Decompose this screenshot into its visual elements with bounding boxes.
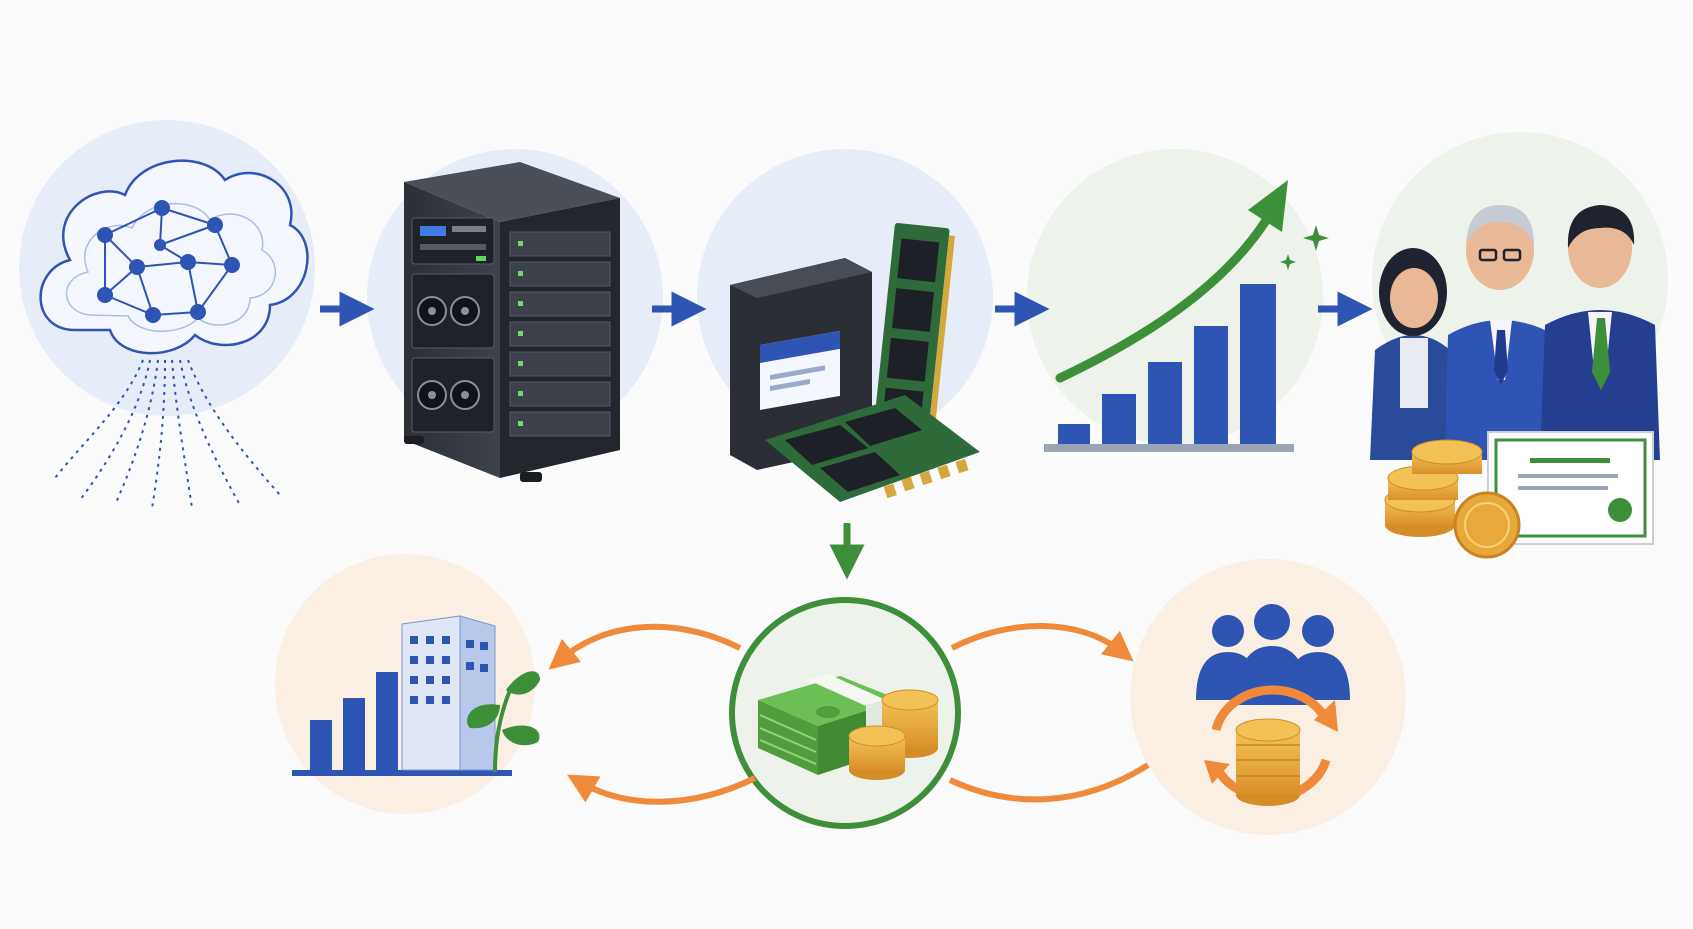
coin-stack-icon (1384, 439, 1521, 559)
arrow-cash-to-business-top (548, 623, 742, 670)
growth-node (1027, 149, 1329, 452)
arrow-community-to-cash-bottom (948, 762, 1150, 803)
business-node (275, 554, 540, 814)
neural-network-cloud-icon (39, 159, 309, 509)
servers-node (367, 149, 663, 482)
cash-and-coins-icon (758, 674, 939, 780)
business-growth-icon (292, 615, 540, 776)
investors-node (1370, 132, 1668, 559)
executives-with-coins-icon (1370, 205, 1660, 559)
ai-model-node (19, 120, 315, 509)
growth-chart-icon (1044, 180, 1329, 452)
ssd-memory-icon (730, 222, 980, 502)
server-rack-icon (404, 162, 620, 482)
cash-node (729, 597, 961, 829)
arrow-cash-to-community-top (950, 623, 1134, 662)
flow-arrows (320, 291, 1373, 805)
community-node (1130, 559, 1406, 835)
storage-node (697, 149, 993, 502)
community-money-cycle-icon (1196, 604, 1350, 806)
arrow-cash-to-business-bottom (567, 774, 757, 805)
